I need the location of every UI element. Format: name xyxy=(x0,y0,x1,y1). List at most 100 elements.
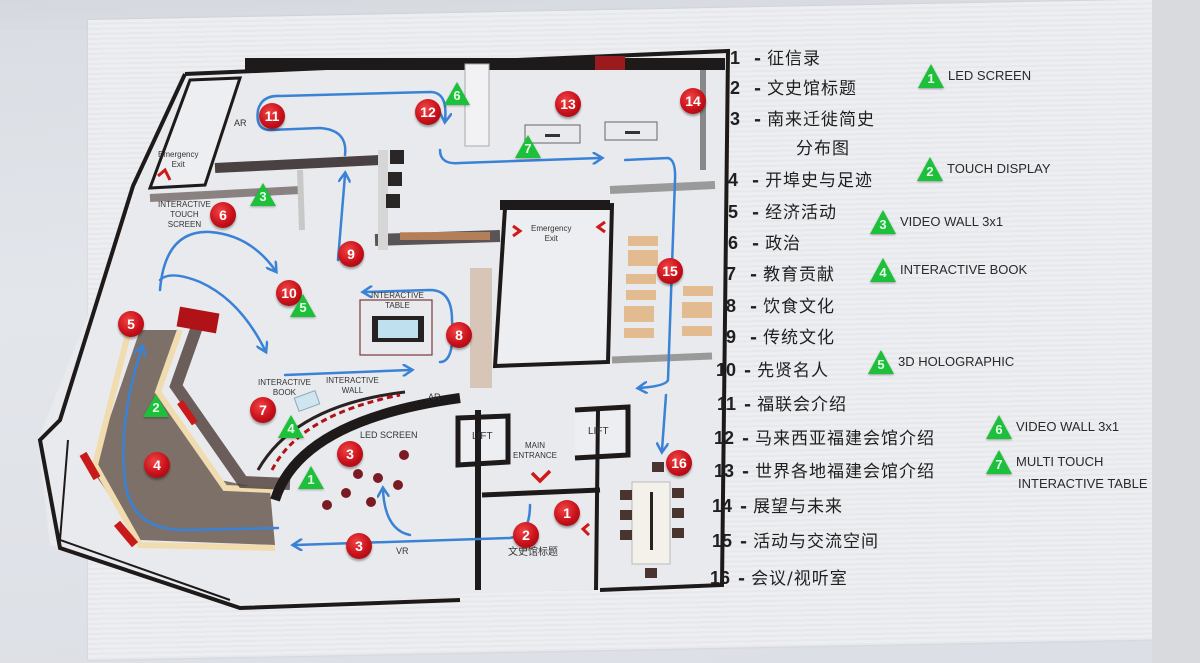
equipment-marker-number: 1 xyxy=(307,472,315,487)
green-triangle-icon: 1 xyxy=(918,64,944,88)
interactive-touch-screen-label: INTERACTIVE TOUCH SCREEN xyxy=(158,200,211,230)
equipment-marker-number: 4 xyxy=(287,421,295,436)
dash: - xyxy=(744,361,752,381)
equipment-num: 7 xyxy=(995,457,1003,472)
equipment-label: LED SCREEN xyxy=(948,68,1032,83)
label-line: Exit xyxy=(171,160,185,169)
legend-zone-6: 6-政治 xyxy=(700,229,801,254)
equipment-marker-5: 5 xyxy=(290,294,316,317)
equipment-marker-number: 5 xyxy=(299,300,307,315)
legend-num: 4 xyxy=(727,170,738,190)
label-line: TOUCH xyxy=(170,210,199,219)
led-screen-label: LED SCREEN xyxy=(360,430,418,440)
legend-name: 先贤名人 xyxy=(757,361,830,381)
legend-name: 政治 xyxy=(765,234,802,254)
label-line: Emergency xyxy=(531,224,572,233)
equipment-num: 6 xyxy=(995,422,1003,437)
main-entrance-label: MAIN ENTRANCE xyxy=(513,441,557,461)
vr-label: VR xyxy=(396,546,409,556)
label-line: WALL xyxy=(341,386,364,395)
equipment-marker-number: 2 xyxy=(152,400,160,415)
equipment-marker-2: 2 xyxy=(143,394,169,417)
label-line: INTERACTIVE xyxy=(158,200,211,209)
legend-name: 马来西亚福建会馆介绍 xyxy=(755,429,936,449)
legend-zone-11: 11-福联会介绍 xyxy=(698,390,847,415)
label-line: INTERACTIVE xyxy=(326,376,379,385)
legend-zone-2: 2-文史馆标题 xyxy=(702,74,857,99)
green-triangle-icon: 6 xyxy=(986,415,1012,439)
zone-marker-3a: 3 xyxy=(337,441,363,467)
legend-zone-10: 10-先贤名人 xyxy=(698,356,829,381)
dash: - xyxy=(744,395,752,415)
equipment-marker-4: 4 xyxy=(278,415,304,438)
legend-zone-9: 9-传统文化 xyxy=(698,323,835,348)
zone-marker-5: 5 xyxy=(118,311,144,337)
legend-num: 7 xyxy=(725,264,736,284)
lift-label-2: LIFT xyxy=(588,426,609,437)
dash: - xyxy=(750,328,758,348)
equipment-label: TOUCH DISPLAY xyxy=(947,161,1051,176)
equipment-marker-1: 1 xyxy=(298,466,324,489)
legend-num: 5 xyxy=(727,202,738,222)
label-line: ENTRANCE xyxy=(513,451,558,460)
zone-marker-8: 8 xyxy=(446,322,472,348)
equipment-label: 3D HOLOGRAPHIC xyxy=(898,354,1015,369)
dash: - xyxy=(742,429,750,449)
legend-num: 12 xyxy=(713,428,734,448)
legend-zone-4: 4-开埠史与足迹 xyxy=(700,166,873,191)
dash: - xyxy=(754,49,762,69)
legend-name: 活动与交流空间 xyxy=(753,532,880,552)
green-triangle-icon: 5 xyxy=(868,350,894,374)
wall-edge xyxy=(1152,0,1200,663)
dash: - xyxy=(750,265,758,285)
equipment-num: 5 xyxy=(877,357,885,372)
zone-marker-14: 14 xyxy=(680,88,706,114)
equipment-marker-6: 6 xyxy=(444,82,470,105)
dash: - xyxy=(740,497,748,517)
dash: - xyxy=(752,203,760,223)
legend-zone-16: 16-会议/视听室 xyxy=(692,564,848,589)
dash: - xyxy=(750,297,758,317)
legend-name: 福联会介绍 xyxy=(757,395,848,415)
legend-zone-15: 15-活动与交流空间 xyxy=(694,527,879,552)
legend-zone-14: 14-展望与未来 xyxy=(694,492,843,517)
label-line: INTERACTIVE xyxy=(371,291,424,300)
legend-num: 6 xyxy=(727,233,738,253)
zone-marker-1: 1 xyxy=(554,500,580,526)
legend-zone-8: 8-饮食文化 xyxy=(698,292,835,317)
legend-zone-5: 5-经济活动 xyxy=(700,198,837,223)
emergency-exit-label-2: Emergency Exit xyxy=(531,224,571,244)
legend-name: 世界各地福建会馆介绍 xyxy=(755,462,936,482)
label-line: Emergency xyxy=(158,150,199,159)
equipment-label: VIDEO WALL 3x1 xyxy=(900,214,1004,229)
equipment-marker-7: 7 xyxy=(515,135,541,158)
dash: - xyxy=(742,462,750,482)
interactive-book-label: INTERACTIVE BOOK xyxy=(258,378,311,398)
legend-num: 10 xyxy=(715,360,736,380)
zone-marker-15: 15 xyxy=(657,258,683,284)
legend-zone-13: 13-世界各地福建会馆介绍 xyxy=(696,457,935,482)
legend-name: 开埠史与足迹 xyxy=(765,171,874,191)
gallery-title-label: 文史馆标题 xyxy=(508,547,558,558)
legend-num: 13 xyxy=(713,461,734,481)
ar-label-1: AR xyxy=(234,118,247,128)
legend-name: 分布图 xyxy=(796,139,850,159)
legend-num: 8 xyxy=(725,296,736,316)
emergency-exit-label-1: Emergency Exit xyxy=(158,150,198,170)
zone-marker-11: 11 xyxy=(259,103,285,129)
zone-marker-2: 2 xyxy=(513,522,539,548)
dash: - xyxy=(738,569,746,589)
equipment-label-line2: INTERACTIVE TABLE xyxy=(1018,476,1148,491)
label-line: TABLE xyxy=(385,301,410,310)
legend-num: 9 xyxy=(725,327,736,347)
label-line: SCREEN xyxy=(167,220,202,229)
ar-label-2: AR xyxy=(428,392,441,402)
equipment-marker-number: 3 xyxy=(259,189,267,204)
zone-marker-13: 13 xyxy=(555,91,581,117)
legend-num: 1 xyxy=(729,48,740,68)
legend-zone-3-line2: 分布图 xyxy=(796,134,850,159)
